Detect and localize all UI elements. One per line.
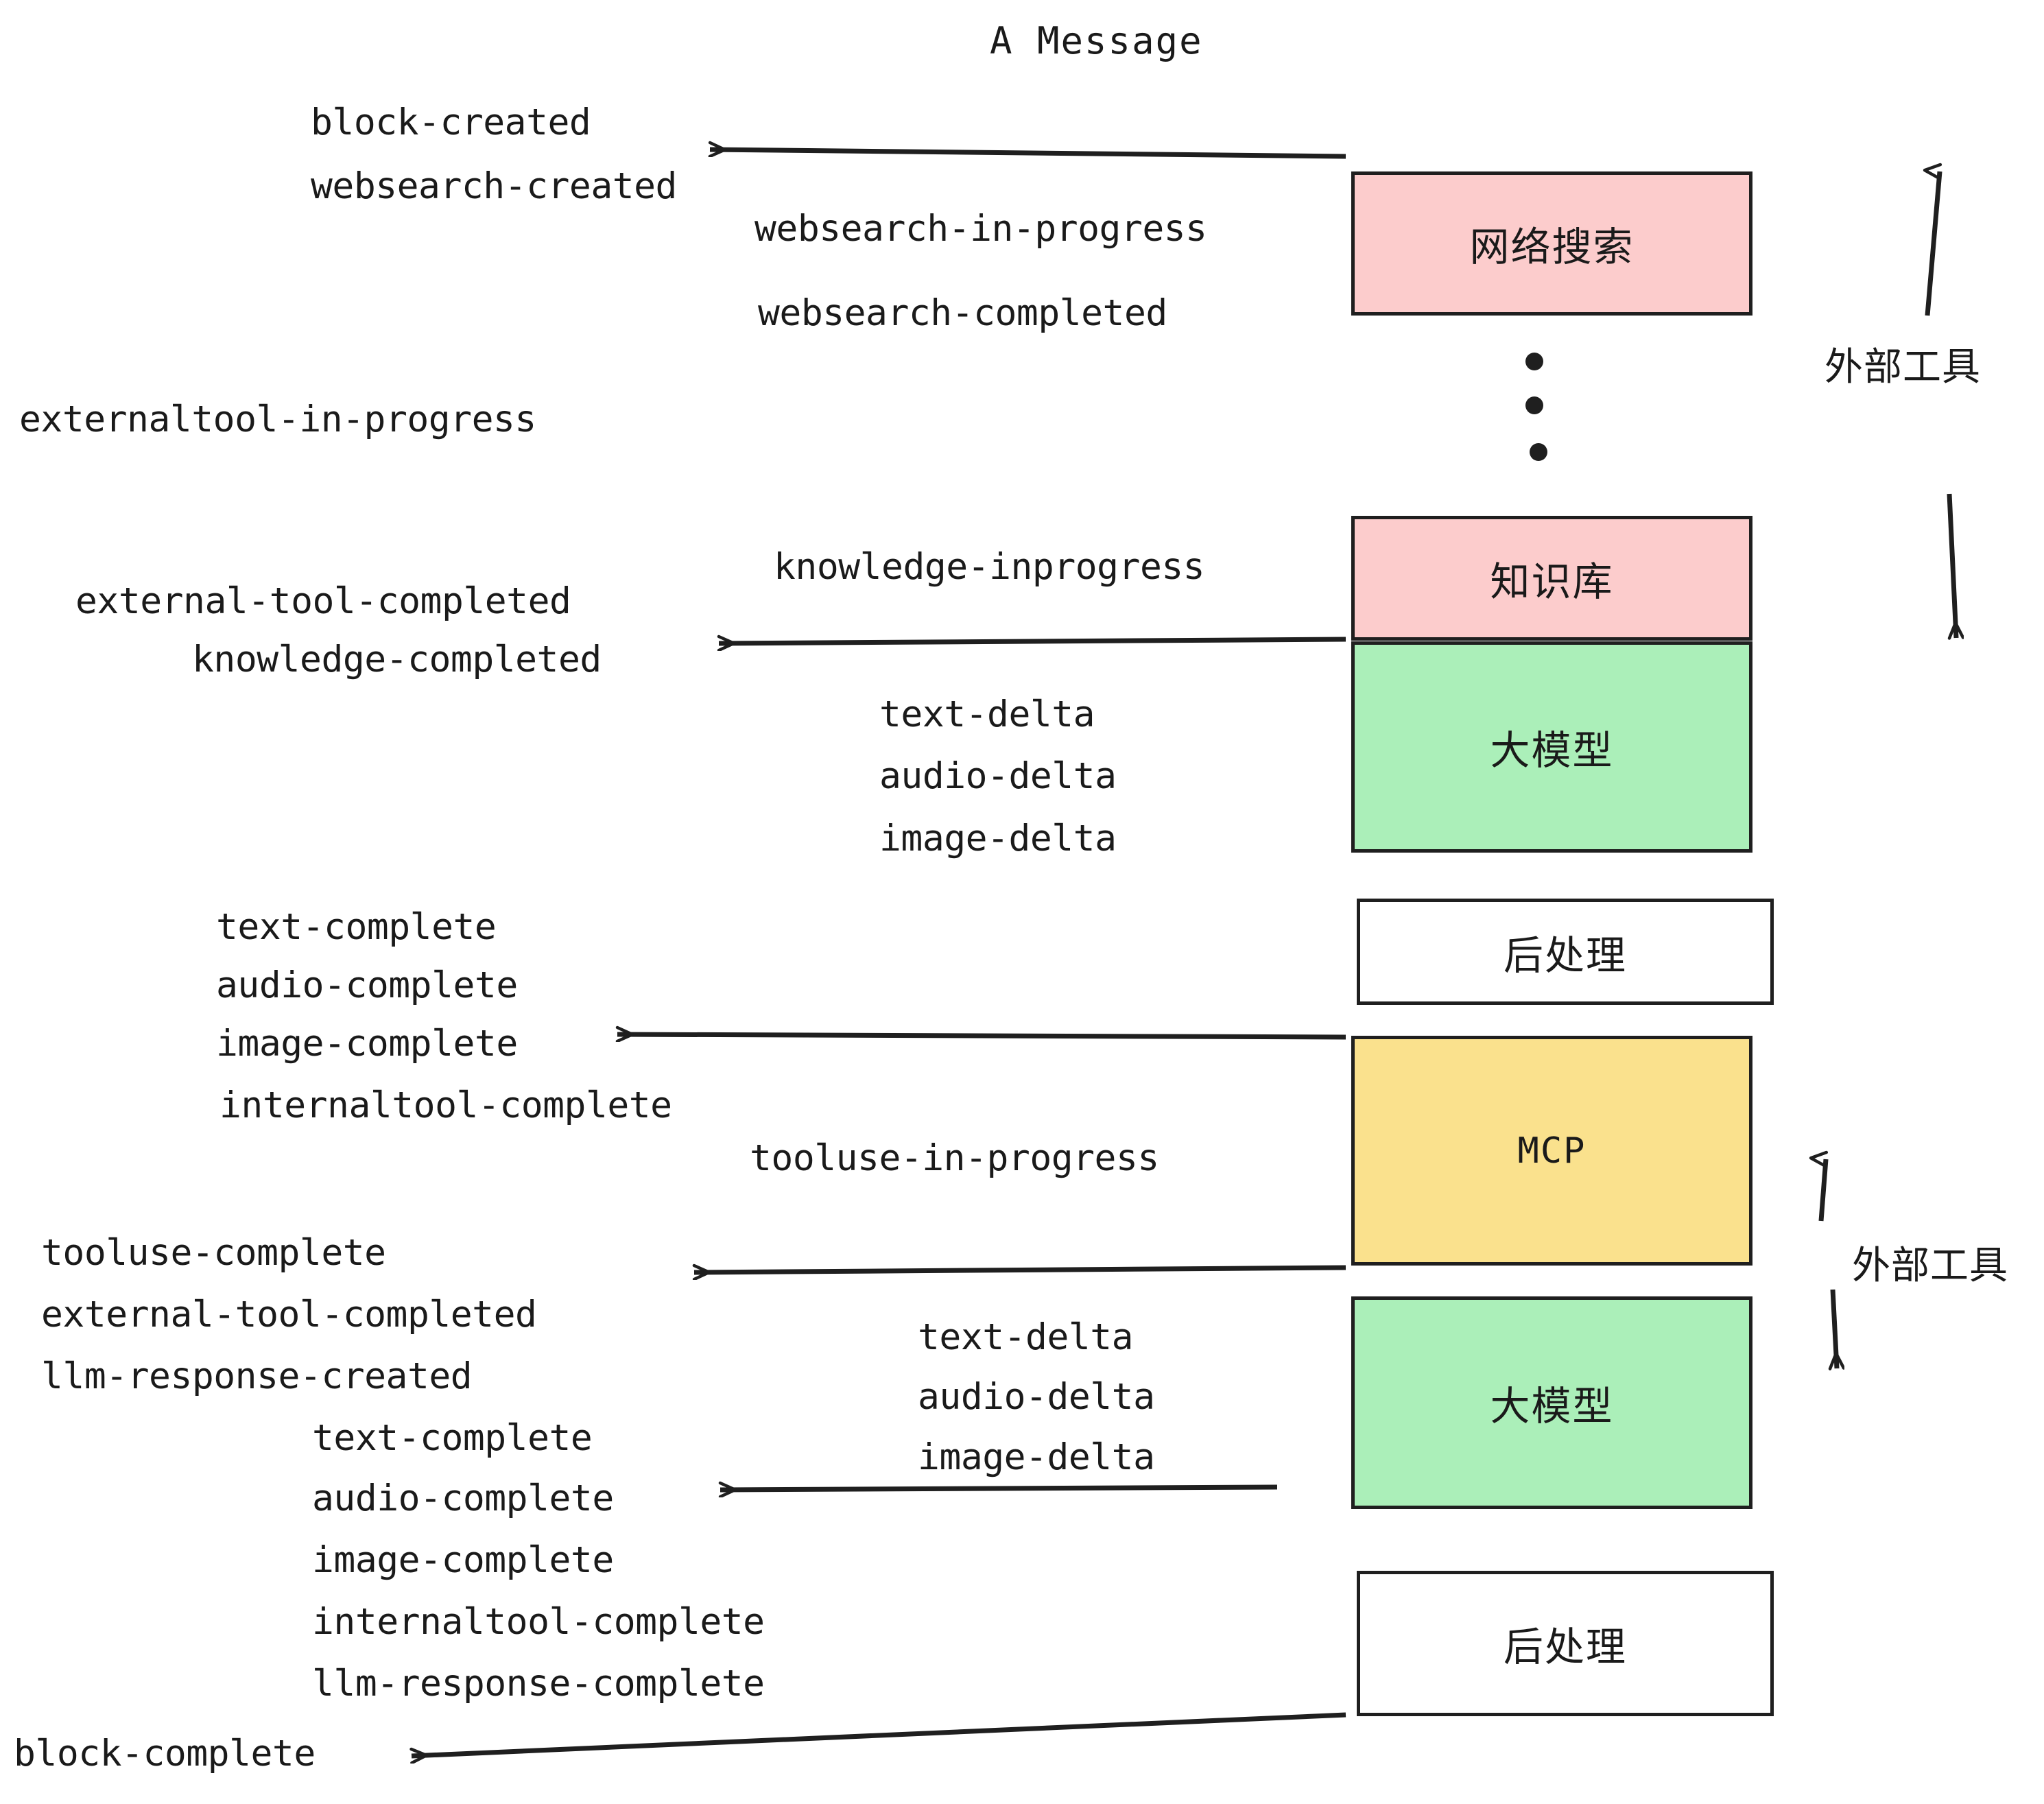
event-text-complete-2: text-complete (312, 1417, 593, 1459)
ellipsis-dot-2 (1525, 396, 1543, 414)
arrow-llm2-to-audio-complete (720, 1487, 1278, 1490)
side-label-external-tool-bottom: 外部工具 (1852, 1244, 2008, 1288)
node-websearch[interactable]: 网络搜索 (1351, 171, 1752, 316)
event-block-complete: block-complete (14, 1733, 316, 1775)
event-block-created: block-created (311, 102, 591, 143)
arrow-external-tool-up-top (1927, 171, 1942, 316)
event-tooluse-complete: tooluse-complete (41, 1232, 386, 1274)
event-audio-complete-1: audio-complete (216, 964, 518, 1006)
event-image-complete-1: image-complete (216, 1023, 518, 1065)
event-text-complete-1: text-complete (216, 906, 497, 948)
event-audio-delta-2: audio-delta (918, 1376, 1155, 1418)
side-label-external-tool-top: 外部工具 (1825, 345, 1981, 390)
event-image-delta-2: image-delta (918, 1436, 1155, 1478)
arrow-llm1-to-image-complete (617, 1034, 1346, 1037)
event-text-delta-1: text-delta (879, 693, 1095, 735)
node-llm-1[interactable]: 大模型 (1351, 641, 1752, 853)
node-postprocess-2[interactable]: 后处理 (1357, 1571, 1774, 1716)
node-knowledge-label: 知识库 (1490, 558, 1614, 605)
event-websearch-created: websearch-created (311, 165, 677, 207)
ellipsis-dot-1 (1525, 353, 1543, 370)
node-llm-1-label: 大模型 (1490, 727, 1614, 774)
node-mcp-label: MCP (1517, 1130, 1587, 1172)
node-llm-2[interactable]: 大模型 (1351, 1296, 1752, 1509)
event-websearch-in-progress: websearch-in-progress (754, 208, 1207, 250)
event-knowledge-completed: knowledge-completed (192, 639, 602, 680)
node-postprocess-2-label: 后处理 (1503, 1624, 1627, 1670)
event-external-tool-completed-2: external-tool-completed (41, 1294, 537, 1336)
event-text-delta-2: text-delta (918, 1316, 1134, 1358)
event-image-complete-2: image-complete (312, 1539, 614, 1581)
node-llm-2-label: 大模型 (1490, 1383, 1614, 1429)
event-audio-delta-1: audio-delta (879, 755, 1117, 797)
node-mcp[interactable]: MCP (1351, 1036, 1752, 1266)
page-title: A Message (990, 19, 1203, 62)
arrow-websearch-to-block-created (710, 150, 1346, 159)
arrow-knowledge-to-completed (719, 639, 1346, 643)
event-websearch-completed: websearch-completed (758, 292, 1167, 334)
event-internaltool-complete-2: internaltool-complete (312, 1601, 765, 1643)
event-tooluse-in-progress: tooluse-in-progress (750, 1137, 1159, 1179)
event-external-tool-completed-1: external-tool-completed (75, 580, 571, 622)
node-postprocess-1-label: 后处理 (1503, 931, 1627, 979)
arrow-postproc2-to-block-complete (412, 1712, 1346, 1756)
node-postprocess-1[interactable]: 后处理 (1357, 899, 1774, 1005)
arrow-external-tool-up-bottom (1821, 1159, 1829, 1222)
event-internaltool-complete-1: internaltool-complete (219, 1084, 672, 1126)
arrow-external-tool-down-top (1947, 493, 1956, 638)
arrow-mcp-to-tooluse-complete (694, 1268, 1346, 1272)
ellipsis-dot-3 (1530, 443, 1547, 461)
event-llm-response-complete: llm-response-complete (312, 1663, 765, 1705)
event-audio-complete-2: audio-complete (312, 1477, 614, 1519)
event-knowledge-inprogress: knowledge-inprogress (774, 546, 1205, 588)
node-websearch-label: 网络搜索 (1469, 224, 1635, 270)
event-llm-response-created: llm-response-created (41, 1355, 473, 1397)
arrow-external-tool-down-bottom (1833, 1289, 1837, 1368)
node-knowledge[interactable]: 知识库 (1351, 516, 1752, 641)
event-externaltool-in-progress: externaltool-in-progress (19, 399, 536, 440)
event-image-delta-1: image-delta (879, 818, 1117, 859)
